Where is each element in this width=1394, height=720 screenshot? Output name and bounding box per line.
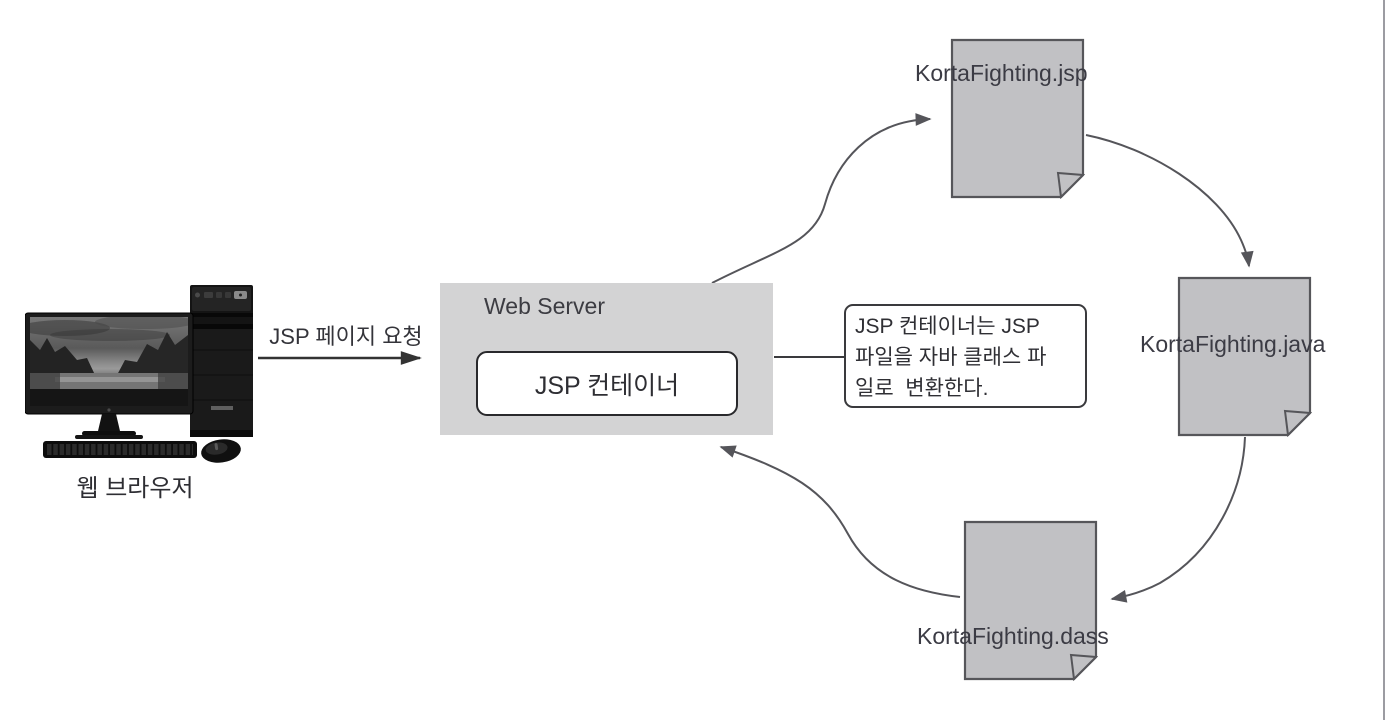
web-server-box: Web Server JSP 컨테이너 xyxy=(440,283,773,435)
arrow-jsp-to-java xyxy=(1085,134,1254,268)
keyboard-icon xyxy=(43,441,197,458)
arrow-java-to-class xyxy=(1110,436,1246,603)
jsp-request-label: JSP 페이지 요청 xyxy=(269,324,423,349)
web-browser-label: 웹 브라우저 xyxy=(76,475,194,502)
computer-illustration xyxy=(25,285,253,463)
callout-line: 일로 변환한다. xyxy=(855,377,989,400)
tower-case-icon xyxy=(190,285,253,437)
document-icon-java xyxy=(1177,276,1312,437)
document-icon-jsp xyxy=(950,38,1085,199)
document-label-class: KortaFighting.dass xyxy=(917,623,1109,649)
jsp-container-label: JSP 컨테이너 xyxy=(534,371,680,400)
monitor-icon xyxy=(25,312,194,439)
callout-line: JSP 컨테이너는 JSP xyxy=(855,315,1040,338)
arrow-class-to-server xyxy=(719,445,961,598)
web-server-title: Web Server xyxy=(484,293,606,319)
callout-note: JSP 컨테이너는 JSP 파일을 자바 클래스 파 일로 변환한다. xyxy=(844,304,1087,408)
arrow-server-to-jsp xyxy=(711,113,932,284)
monitor-wallpaper xyxy=(30,317,188,406)
document-label-jsp: KortaFighting.jsp xyxy=(915,60,1088,86)
mouse-icon xyxy=(201,439,241,463)
callout-line: 파일을 자바 클래스 파 xyxy=(855,346,1047,369)
document-label-java: KortaFighting.java xyxy=(1140,331,1326,357)
jsp-container-box: JSP 컨테이너 xyxy=(476,351,738,416)
document-icon-class xyxy=(963,520,1098,681)
